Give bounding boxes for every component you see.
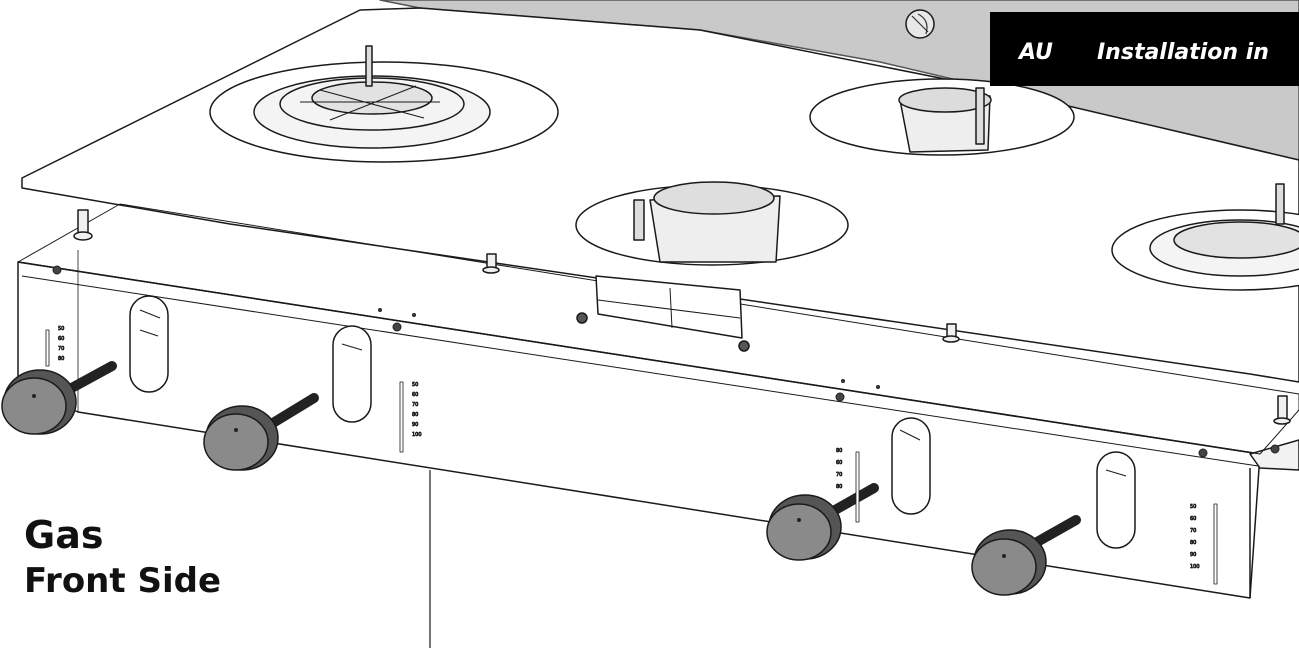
svg-text:50: 50 (58, 326, 64, 332)
svg-text:100: 100 (412, 432, 422, 438)
svg-text:70: 70 (1190, 528, 1196, 534)
svg-text:80: 80 (58, 356, 64, 362)
scale-left: 50 60 70 80 (45, 326, 65, 367)
svg-text:80: 80 (1190, 540, 1196, 546)
mounting-posts (73, 209, 1291, 425)
region-code: AU (1019, 40, 1053, 65)
svg-text:80: 80 (836, 484, 842, 490)
air-duct (576, 275, 750, 352)
figure-caption: Gas Front Side (24, 512, 221, 602)
svg-text:50: 50 (1190, 504, 1196, 510)
svg-text:70: 70 (836, 472, 842, 478)
svg-text:70: 70 (58, 346, 64, 352)
svg-text:80: 80 (412, 412, 418, 418)
svg-text:90: 90 (412, 422, 418, 428)
control-windows (129, 295, 1136, 549)
control-knob-3[interactable] (766, 483, 879, 561)
svg-text:60: 60 (58, 336, 64, 342)
svg-text:60: 60 (836, 460, 842, 466)
svg-text:60: 60 (412, 392, 418, 398)
burner-front-right (1149, 183, 1299, 277)
scale-right-mid: 80 60 70 80 (836, 448, 860, 523)
control-knob-4[interactable] (971, 515, 1081, 596)
burner-rear-right (898, 87, 992, 153)
section-title: Installation in (1097, 40, 1269, 65)
control-knob-1[interactable] (1, 361, 117, 435)
svg-text:90: 90 (1190, 552, 1196, 558)
svg-text:70: 70 (412, 402, 418, 408)
caption-front-side: Front Side (24, 560, 222, 601)
svg-text:60: 60 (1190, 516, 1196, 522)
chassis-top-edge (17, 203, 1299, 455)
chassis-screws (52, 265, 1280, 458)
scale-middle: 50 60 70 80 90 100 (399, 381, 422, 453)
burner-centre (633, 181, 781, 263)
svg-text:100: 100 (1190, 564, 1200, 570)
svg-text:80: 80 (836, 448, 842, 454)
burner-rear-left (253, 45, 491, 149)
caption-gas: Gas (24, 513, 104, 557)
page-header-bar: AU Installation in (990, 12, 1299, 86)
scale-right: 50 60 70 80 90 100 (1190, 503, 1218, 585)
control-knob-2[interactable] (203, 393, 319, 471)
svg-text:50: 50 (412, 382, 418, 388)
